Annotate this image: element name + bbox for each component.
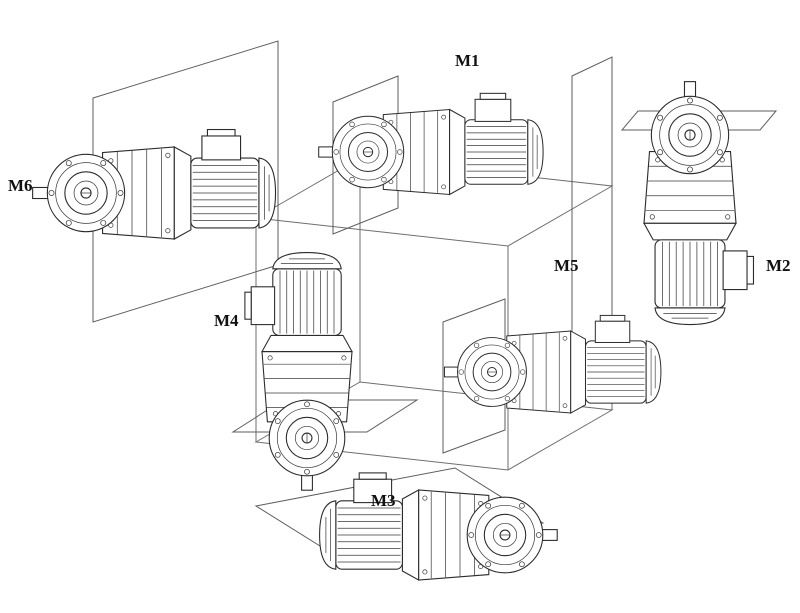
mounting-plane-m1 bbox=[332, 75, 399, 235]
gearmotor-m1-drawing bbox=[318, 92, 544, 196]
gearmotor-m6-drawing bbox=[32, 128, 277, 240]
label-m2: M2 bbox=[766, 256, 791, 275]
gearmotor-m2-drawing bbox=[643, 81, 755, 326]
mounting-plane-m5 bbox=[442, 298, 506, 454]
gearmotor-m3-drawing bbox=[319, 472, 558, 581]
label-m1: M1 bbox=[455, 51, 480, 70]
gearmotor-m4-drawing bbox=[244, 252, 353, 491]
label-m4: M4 bbox=[214, 311, 239, 330]
gearmotor-m5-drawing bbox=[443, 314, 662, 414]
label-m3: M3 bbox=[371, 491, 396, 510]
label-m6: M6 bbox=[8, 176, 33, 195]
label-m5: M5 bbox=[554, 256, 579, 275]
